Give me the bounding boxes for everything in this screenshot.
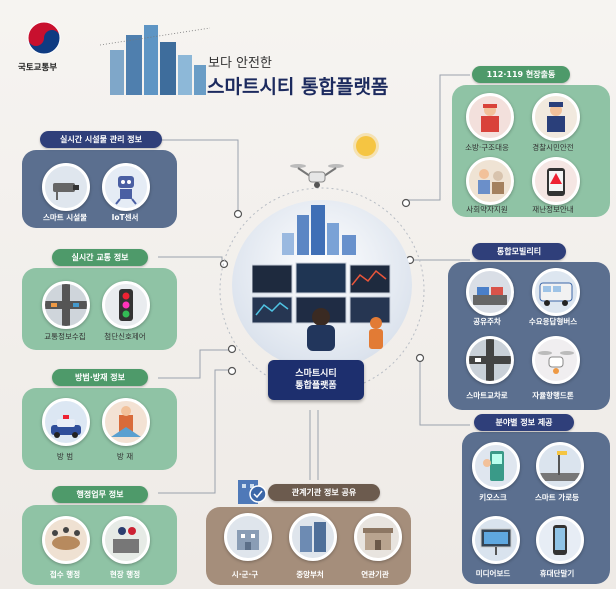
local-government-icon [224,513,272,561]
ministry-label: 중앙부처 [296,570,324,579]
related-agency-icon [354,513,402,561]
center-label-line1: 스마트시티 [295,369,337,379]
disaster-prevention-icon [102,398,150,446]
control-room-illustration [252,205,391,351]
traffic-light-icon [102,281,150,329]
police-crime-prevention-icon [42,398,90,446]
safety-info-title: 방범·방재 정보 [52,369,148,386]
vulnerable-support-icon [466,157,514,205]
title-line2: 스마트시티 통합플랫폼 [207,76,389,98]
firefighter-rescue-icon [466,93,514,141]
traffic-intersection-icon [42,281,90,329]
mobile-device-icon [536,516,584,564]
field-admin-label: 현장 행정 [109,570,141,579]
government-building-icon [232,472,268,506]
media-board-label: 미디어보드 [475,569,511,578]
ministry-name: 국토교통부 [18,63,58,73]
police-safety-icon [532,93,580,141]
iot-item-label: IoT센서 [111,213,139,222]
mobility-title: 통합모빌리티 [472,243,566,260]
drone-icon [290,164,344,188]
disaster-prevention-label: 방 재 [116,452,134,461]
smart-streetlight-icon [536,442,584,490]
streetlight-label: 스마트 가로등 [534,493,579,502]
traffic-info-title: 실시간 교통 정보 [52,249,148,266]
title-line1: 보다 안전한 [208,56,272,71]
cctv-camera-icon [42,163,90,211]
smart-intersection-icon [466,336,514,384]
admin-info-title: 행정업무 정보 [52,486,148,503]
emergency-dispatch-title: 112·119 현장출동 [472,66,570,83]
shared-parking-label: 공유주차 [473,317,501,326]
demand-bus-label: 수요응답형버스 [528,317,578,326]
police-safety-label: 경찰시민안전 [532,143,574,152]
smart-intersection-label: 스마트교차로 [466,391,508,400]
agency-share-title: 관계기관 정보 공유 [268,484,380,501]
kiosk-label: 키오스크 [479,493,507,502]
local-gov-label: 시·군·구 [231,570,259,579]
city-skyline-illustration [100,25,210,95]
facility-info-title: 실시간 시설물 관리 정보 [40,131,162,148]
vulnerable-support-label: 사회약자지원 [466,205,508,214]
autonomous-drone-icon [532,336,580,384]
signal-control-label: 첨단신호제어 [104,332,146,341]
agency-label: 연관기관 [361,570,389,579]
fire-rescue-label: 소방·구조대응 [465,143,509,152]
ministry-emblem-icon [24,18,64,58]
mobile-device-label: 휴대단말기 [539,569,575,578]
field-info-title: 분야별 정보 제공 [474,414,574,431]
autonomous-drone-label: 자율항행드론 [532,391,574,400]
sun-icon [356,136,376,156]
shared-parking-icon [466,268,514,316]
facility-item-label: 스마트 시설물 [42,213,87,222]
traffic-collect-label: 교통정보수집 [44,332,86,341]
disaster-alert-icon [532,157,580,205]
center-label-line2: 통합플랫폼 [295,381,337,391]
reception-admin-label: 접수 행정 [49,570,81,579]
crime-prevention-label: 방 범 [56,452,74,461]
disaster-info-label: 재난정보안내 [532,205,574,214]
office-meeting-icon [42,516,90,564]
media-board-icon [472,516,520,564]
field-administration-icon [102,516,150,564]
central-ministry-icon [289,513,337,561]
demand-bus-icon [532,268,580,316]
center-platform-label: 스마트시티 통합플랫폼 [268,360,364,400]
iot-sensor-robot-icon [102,163,150,211]
kiosk-icon [472,442,520,490]
